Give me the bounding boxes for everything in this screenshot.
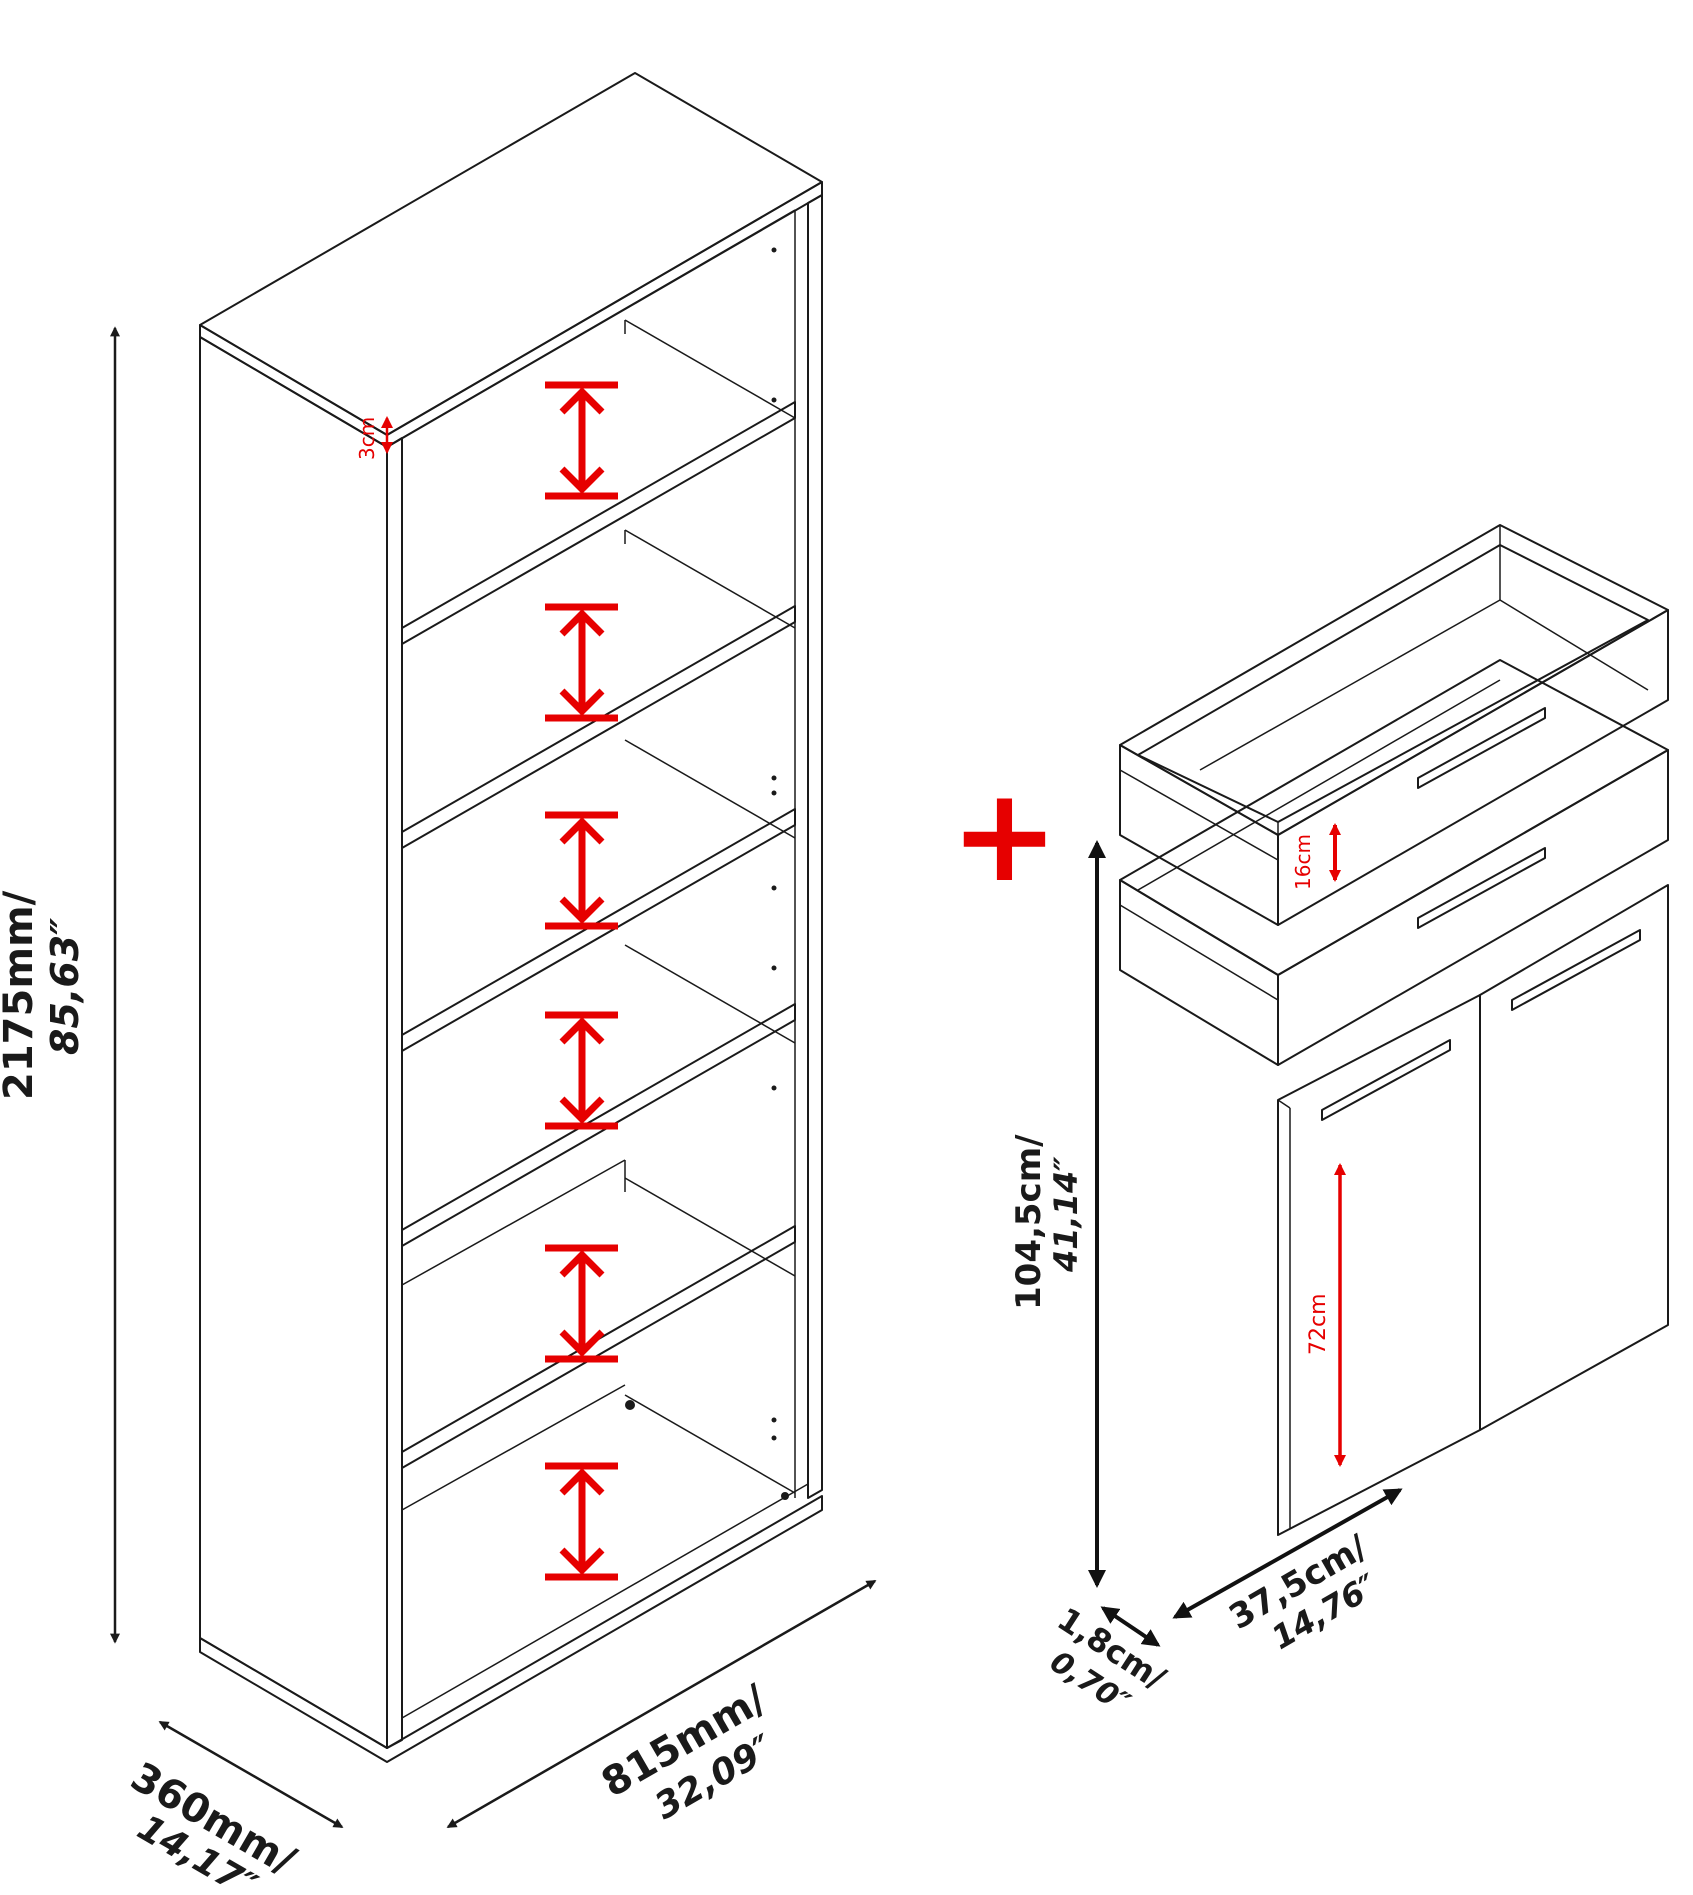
bookcase-right-side-panel (807, 194, 823, 1499)
compartment-arrow-6 (545, 1462, 618, 1581)
bookcase-shelves (401, 319, 796, 1511)
door-thickness-line (1100, 1606, 1161, 1647)
height-in-label: 85,63″ (43, 918, 87, 1055)
compartment-arrow-4 (545, 1011, 618, 1130)
door-left-handle (1321, 1039, 1451, 1121)
width-dimension-line (446, 1579, 877, 1829)
compartment-arrow-5 (545, 1244, 618, 1363)
shelf-3 (401, 739, 796, 1052)
compartment-height-arrows (545, 381, 618, 1581)
compartment-arrow-1 (545, 381, 618, 500)
shelf-support-holes (625, 247, 789, 1500)
cabinet-height-cm-label: 104,5cm/ (1009, 1134, 1049, 1310)
door-right-handle (1511, 929, 1641, 1011)
drawer-top (1119, 524, 1669, 926)
bookcase-left-front-edge (386, 437, 403, 1749)
height-mm-label: 2175mm/ (0, 890, 42, 1100)
depth-dimension-line (158, 1720, 344, 1829)
bookcase-top-right-edge (386, 181, 823, 448)
drawer-height-label: 16cm (1291, 834, 1315, 890)
door-left (1277, 994, 1481, 1536)
plus-sign: + (950, 759, 1059, 911)
top-thickness-label: 3cm (355, 417, 379, 460)
door-height-label: 72cm (1306, 1293, 1331, 1355)
compartment-arrow-3 (545, 811, 618, 930)
bookcase-drawing: 3cm (199, 72, 823, 1763)
shelf-2 (401, 529, 796, 849)
shelf-4 (401, 944, 796, 1247)
door-height-dimension: 72cm (1306, 1163, 1346, 1467)
bookcase-left-side-panel (199, 336, 388, 1749)
cabinet-height-in-label: 41,14″ (1047, 1156, 1085, 1273)
compartment-arrow-2 (545, 603, 618, 722)
cabinet-doors (1277, 884, 1669, 1536)
bookcase-bottom-plinth (199, 1495, 823, 1763)
shelf-1 (401, 319, 796, 645)
bookcase-back-top-line (401, 209, 796, 439)
top-thickness-dimension: 3cm (355, 416, 393, 460)
shelf-6 (401, 1384, 796, 1511)
bookcase-dimensions: 2175mm/ 85,63″ 360mm/ 14,17″ 815mm/ 32,0… (0, 326, 877, 1895)
shelf-5 (401, 1159, 796, 1469)
cabinet-drawing: 16cm 72cm (1119, 524, 1669, 1536)
drawer-second (1119, 659, 1669, 1066)
door-width-line (1172, 1488, 1403, 1619)
drawer-height-dimension: 16cm (1291, 823, 1341, 890)
